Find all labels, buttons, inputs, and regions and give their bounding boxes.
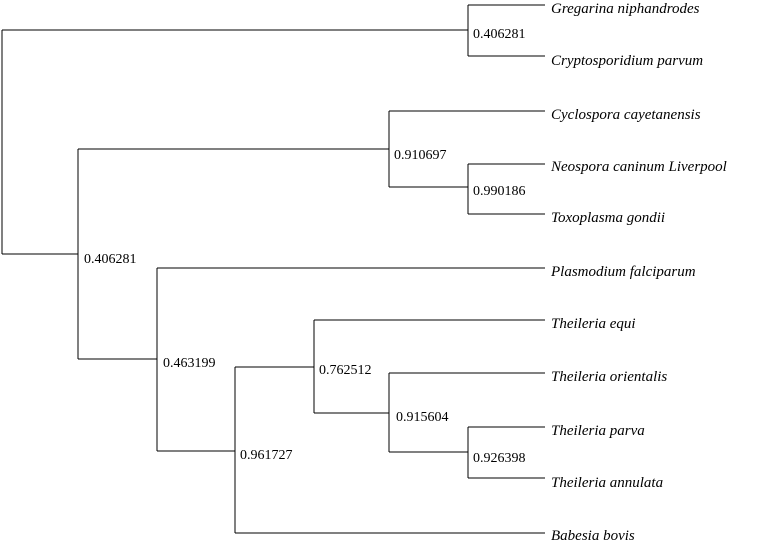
leaf-label-theileria-equi: Theileria equi: [551, 316, 636, 332]
leaf-label-cyclospora-cayetanensis: Cyclospora cayetanensis: [551, 107, 701, 123]
leaf-label-theileria-orientalis: Theileria orientalis: [551, 369, 667, 385]
leaf-label-toxoplasma-gondii: Toxoplasma gondii: [551, 210, 665, 226]
support-value-neospora-toxoplasma: 0.990186: [473, 184, 526, 199]
support-value-parva-annulata: 0.926398: [473, 451, 526, 466]
leaf-label-theileria-parva: Theileria parva: [551, 423, 645, 439]
branch-theileria: [313, 319, 545, 414]
branch-piroplasmida: [234, 366, 545, 534]
support-value-theileria-orientalis-group: 0.915604: [396, 410, 449, 425]
support-value-hematozoa: 0.463199: [163, 356, 216, 371]
branch-apicomplexa-main: [77, 148, 389, 360]
branch-neospora-toxoplasma: [467, 163, 545, 215]
support-value-coccidia: 0.910697: [394, 148, 447, 163]
branch-coccidia: [388, 110, 545, 188]
branch-parva-annulata: [467, 426, 545, 479]
branch-gregarina-cryptosporidium: [467, 4, 545, 57]
leaf-label-plasmodium-falciparum: Plasmodium falciparum: [550, 264, 696, 280]
leaf-label-theileria-annulata: Theileria annulata: [551, 475, 663, 491]
leaf-label-cryptosporidium-parvum: Cryptosporidium parvum: [551, 53, 703, 69]
branch-theileria-orientalis-group: [388, 372, 545, 453]
support-value-apicomplexa-main: 0.406281: [84, 252, 137, 267]
branch-hematozoa: [156, 267, 545, 452]
leaf-label-babesia-bovis: Babesia bovis: [551, 528, 635, 543]
leaf-label-neospora-caninum: Neospora caninum Liverpool: [550, 159, 727, 175]
support-value-gregarina-cryptosporidium: 0.406281: [473, 27, 526, 42]
support-value-theileria: 0.762512: [319, 363, 372, 378]
branch-root: [1, 29, 468, 255]
support-value-piroplasmida: 0.961727: [240, 448, 293, 463]
leaf-label-gregarina-niphandrodes: Gregarina niphandrodes: [551, 1, 700, 17]
